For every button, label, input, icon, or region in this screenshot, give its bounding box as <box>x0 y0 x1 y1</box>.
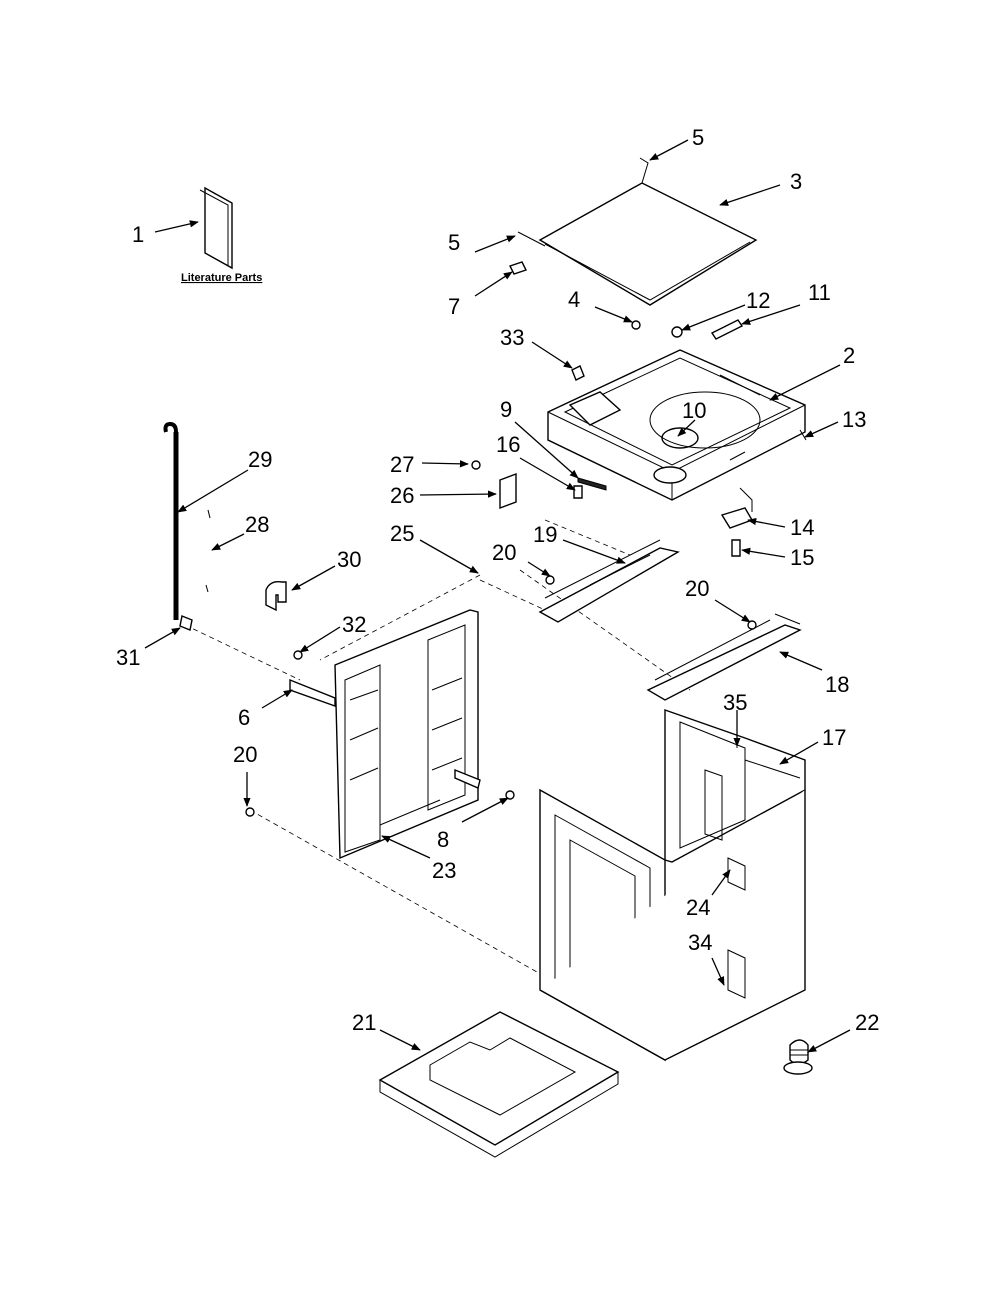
callout-10: 10 <box>682 398 706 423</box>
part-base-pan <box>378 1011 620 1158</box>
callout-7: 7 <box>448 294 460 319</box>
callout-15: 15 <box>790 545 814 570</box>
part-hose <box>163 421 287 631</box>
callout-18: 18 <box>825 672 849 697</box>
callout-3: 3 <box>790 169 802 194</box>
callout-23: 23 <box>432 858 456 883</box>
part-top-cover <box>547 349 806 501</box>
callout-33: 33 <box>500 325 524 350</box>
callout-24: 24 <box>686 895 710 920</box>
callout-16: 16 <box>496 432 520 457</box>
callout-19: 19 <box>533 522 557 547</box>
callout-32: 32 <box>342 612 366 637</box>
callout-28: 28 <box>245 512 269 537</box>
callout-2: 2 <box>843 343 855 368</box>
callout-17: 17 <box>822 725 846 750</box>
part-rear-panel <box>334 609 479 860</box>
callout-9: 9 <box>500 397 512 422</box>
callout-27: 27 <box>390 452 414 477</box>
callout-35: 35 <box>723 690 747 715</box>
callout-20-center: 20 <box>492 540 516 565</box>
callout-5-top: 5 <box>692 125 704 150</box>
callout-31: 31 <box>116 645 140 670</box>
callout-26: 26 <box>390 483 414 508</box>
leader-arrows <box>144 139 851 1053</box>
literature-parts-label: Literature Parts <box>181 272 262 284</box>
callout-25: 25 <box>390 521 414 546</box>
callout-5-left: 5 <box>448 230 460 255</box>
part-hinge-bracket-19 <box>538 539 680 623</box>
part-rear-panel-hardware <box>245 650 515 817</box>
callout-22: 22 <box>855 1010 879 1035</box>
part-bracket-clip <box>471 460 517 510</box>
callout-34: 34 <box>688 930 712 955</box>
part-leveling-foot <box>783 1039 813 1075</box>
callout-8: 8 <box>437 827 449 852</box>
callout-12: 12 <box>746 288 770 313</box>
callout-30: 30 <box>337 547 361 572</box>
callout-4: 4 <box>568 287 580 312</box>
part-hinge-bracket-18 <box>646 613 802 701</box>
callout-11: 11 <box>808 280 831 305</box>
callout-1: 1 <box>132 222 144 247</box>
callout-labels: 1 2 3 4 5 5 6 7 8 9 10 11 12 13 14 15 16… <box>116 125 879 1035</box>
callout-21: 21 <box>352 1010 376 1035</box>
callout-13: 13 <box>842 407 866 432</box>
callout-14: 14 <box>790 515 814 540</box>
part-lid <box>517 157 758 306</box>
callout-20-right: 20 <box>685 576 709 601</box>
part-cabinet-front <box>539 788 806 1062</box>
part-small-hardware <box>509 261 744 381</box>
callout-20-left: 20 <box>233 742 257 767</box>
part-literature: Literature Parts <box>181 186 262 284</box>
callout-29: 29 <box>248 447 272 472</box>
part-cover-hardware <box>573 429 807 557</box>
callout-6: 6 <box>238 705 250 730</box>
assembly-lines <box>184 519 691 986</box>
